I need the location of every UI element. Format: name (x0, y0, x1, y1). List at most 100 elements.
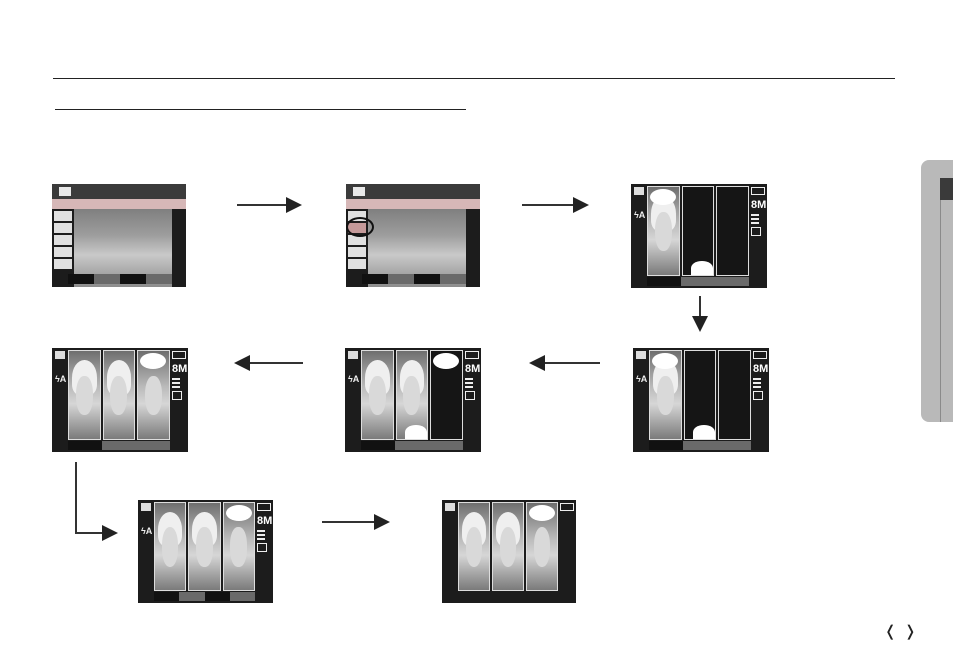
option-2-icon[interactable] (54, 235, 72, 245)
image-size: 8M (465, 364, 479, 375)
playback-icon (445, 503, 455, 511)
panel-1 (458, 502, 490, 591)
panel-1 (647, 186, 680, 276)
option-1-icon[interactable] (54, 223, 72, 233)
bottom-strip (362, 274, 466, 284)
menu-options (54, 211, 74, 271)
screen-menu (52, 184, 186, 287)
speech-bubble (405, 425, 427, 439)
screen-menu-selected (346, 184, 480, 287)
battery-icon (751, 187, 765, 195)
battery-icon (172, 351, 186, 359)
screen-frame-2: ϟA 8M (345, 348, 481, 452)
frame-panels (649, 350, 751, 440)
face (657, 376, 674, 416)
panel-3 (137, 350, 170, 440)
top-rule (53, 78, 895, 79)
mode-icon (753, 391, 763, 400)
menu-bar (52, 184, 186, 199)
flash-auto-icon: ϟA (634, 210, 645, 220)
quality-icon (257, 530, 265, 540)
status-icons (560, 503, 574, 516)
menu-bar (346, 184, 480, 199)
panel-3 (718, 350, 751, 440)
battery-icon (560, 503, 574, 511)
camera-icon (634, 187, 644, 195)
panel-3 (430, 350, 463, 440)
next-page-icon[interactable]: ❭ (904, 622, 917, 640)
screen-result (442, 500, 576, 603)
camera-icon (55, 351, 65, 359)
screen-frame-1: ϟA 8M (631, 184, 767, 288)
battery-icon (465, 351, 479, 359)
bottom-strip (649, 441, 751, 450)
option-4-icon[interactable] (348, 259, 366, 269)
camera-icon (636, 351, 646, 359)
flash-auto-icon: ϟA (55, 374, 66, 384)
speech-bubble (652, 353, 678, 369)
face (230, 527, 247, 566)
speech-bubble (650, 189, 676, 205)
arrow-icon (76, 462, 114, 533)
screen-composite: ϟA 8M (138, 500, 273, 603)
speech-bubble (691, 261, 713, 275)
option-3-icon[interactable] (54, 247, 72, 257)
face (534, 527, 551, 566)
speech-bubble (226, 505, 252, 521)
bottom-strip (68, 274, 172, 284)
face (76, 376, 93, 416)
quality-icon (465, 378, 473, 388)
panel-1 (361, 350, 394, 440)
mode-icon (465, 391, 475, 400)
quality-icon (172, 378, 180, 388)
mode-icon (257, 543, 267, 552)
panel-3 (526, 502, 558, 591)
panel-2 (396, 350, 429, 440)
panel-3 (223, 502, 255, 591)
battery-icon (753, 351, 767, 359)
status-icons: 8M (172, 351, 186, 400)
face (369, 376, 386, 416)
speech-bubble (529, 505, 555, 521)
speech-bubble (433, 353, 459, 369)
speech-bubble (140, 353, 166, 369)
flash-auto-icon: ϟA (141, 526, 152, 536)
screen-frame-1b: ϟA 8M (633, 348, 769, 452)
face (110, 376, 127, 416)
panel-2 (188, 502, 220, 591)
battery-icon (257, 503, 271, 511)
frame-panels (154, 502, 255, 591)
menu-highlight-bar (52, 199, 186, 209)
speech-bubble (693, 425, 715, 439)
camera-icon (348, 351, 358, 359)
status-icons: 8M (257, 503, 271, 552)
status-icons: 8M (753, 351, 767, 400)
option-3-icon[interactable] (348, 247, 366, 257)
bottom-strip (361, 441, 463, 450)
face (466, 527, 483, 566)
panel-2 (684, 350, 717, 440)
camera-icon (353, 187, 365, 196)
panel-1 (68, 350, 101, 440)
camera-icon (59, 187, 71, 196)
selection-ring (346, 217, 374, 237)
frame-panels (68, 350, 170, 440)
camera-icon (141, 503, 151, 511)
frame-panels (458, 502, 558, 591)
flash-auto-icon: ϟA (348, 374, 359, 384)
quality-icon (751, 214, 759, 224)
bottom-strip (647, 277, 749, 286)
option-off-icon[interactable] (54, 211, 72, 221)
face (655, 212, 672, 252)
bottom-strip (154, 592, 255, 601)
menu-highlight-bar (346, 199, 480, 209)
option-4-icon[interactable] (54, 259, 72, 269)
image-size: 8M (172, 364, 186, 375)
panel-3 (716, 186, 749, 276)
panel-2 (492, 502, 524, 591)
bottom-strip (68, 441, 170, 450)
panel-2 (682, 186, 715, 276)
prev-page-icon[interactable]: ❬ (884, 622, 897, 640)
image-size: 8M (257, 516, 271, 527)
side-index-line (940, 200, 941, 422)
